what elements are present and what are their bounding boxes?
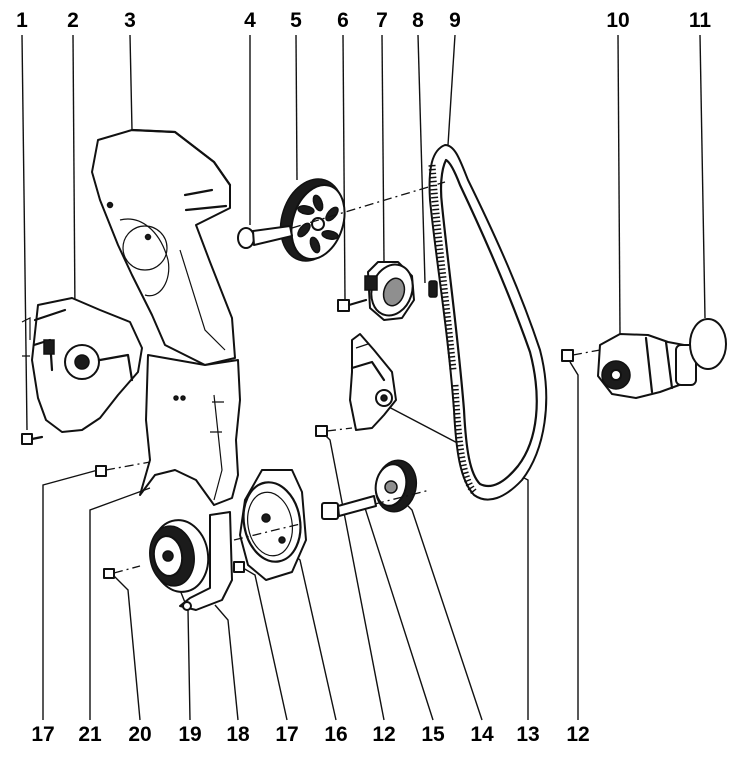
callout-3: 3 [124, 9, 136, 32]
bolt-20 [103, 565, 141, 579]
bolt-6 [337, 298, 368, 312]
bolt-12-right [561, 349, 601, 362]
tensioner-pulley [364, 261, 415, 321]
callout-17-left: 17 [31, 723, 54, 746]
callout-13: 13 [516, 723, 539, 746]
bolt-17-mid [233, 561, 245, 573]
assembly-centerlines [233, 181, 446, 541]
bolt-1 [21, 433, 44, 445]
crankshaft-bolt [321, 495, 377, 520]
callout-12-right: 12 [566, 723, 589, 746]
callout-11: 11 [689, 9, 712, 32]
leader-lines [21, 34, 706, 721]
crankshaft-vbelt-pulley [149, 519, 210, 593]
lower-timing-cover [139, 354, 241, 506]
callout-14: 14 [470, 723, 494, 746]
idler-bracket [349, 333, 397, 431]
water-pump [597, 333, 697, 399]
callout-7: 7 [376, 9, 388, 32]
callout-2: 2 [67, 9, 79, 32]
camshaft-sprocket [279, 178, 346, 262]
callout-16: 16 [324, 723, 347, 746]
callout-4: 4 [244, 9, 256, 32]
bolt-17-left [95, 461, 151, 477]
callout-15: 15 [421, 723, 445, 746]
callout-5: 5 [290, 9, 302, 32]
bolt-12-mid [315, 425, 353, 437]
callout-6: 6 [337, 9, 349, 32]
crankshaft-sprocket [374, 459, 418, 513]
callout-9: 9 [449, 9, 461, 32]
alternator-bracket [21, 297, 143, 433]
callout-17-mid: 17 [275, 723, 298, 746]
callout-19: 19 [178, 723, 201, 746]
callout-20: 20 [128, 723, 151, 746]
callout-10: 10 [606, 9, 629, 32]
callout-21: 21 [78, 723, 102, 746]
callout-8: 8 [412, 9, 424, 32]
water-pump-seal [689, 318, 727, 370]
timing-belt [428, 144, 548, 501]
callout-labels-bottom: 17 21 20 19 18 17 16 12 15 14 13 12 [31, 723, 589, 746]
callout-12-mid: 12 [372, 723, 395, 746]
belt-guard-bracket [179, 511, 233, 611]
callout-1: 1 [16, 9, 28, 32]
callout-18: 18 [226, 723, 250, 746]
vbelt-pulley-hub [239, 469, 307, 581]
callout-labels-top: 1 2 3 4 5 6 7 8 9 10 11 [16, 9, 711, 32]
stud-8 [428, 280, 438, 298]
camshaft-bolt [237, 225, 293, 249]
upper-timing-cover [91, 128, 236, 366]
